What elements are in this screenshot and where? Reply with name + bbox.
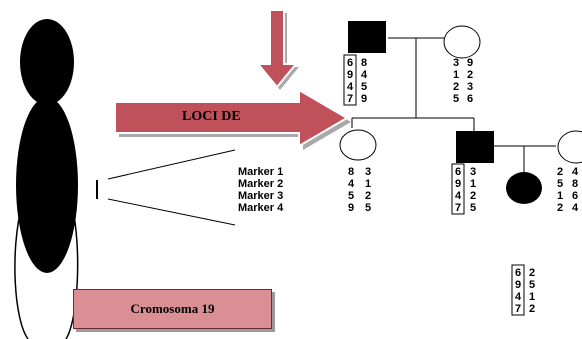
- marker-label: Marker 1: [238, 166, 283, 178]
- zoom-lines: [96, 149, 236, 226]
- down-arrow: [255, 9, 299, 90]
- chromosome-top-arm: [20, 19, 74, 105]
- allele-value: 4: [348, 178, 355, 190]
- allele-boxes: [343, 54, 525, 316]
- allele-value: 8: [572, 178, 578, 190]
- allele-value: 4: [455, 190, 462, 202]
- allele-value: 6: [515, 267, 521, 279]
- allele-value: 5: [557, 178, 563, 190]
- allele-value: 5: [453, 93, 459, 105]
- father-allele-box: [451, 163, 465, 215]
- marker-label: Marker 3: [238, 190, 283, 202]
- allele-value: 9: [347, 69, 353, 81]
- chromosome-bottom-arm: [16, 97, 78, 273]
- allele-value: 2: [557, 166, 563, 178]
- zoom-line-bottom: [107, 198, 236, 226]
- zoom-line-top: [107, 149, 236, 180]
- allele-value: 2: [557, 202, 563, 214]
- allele-value: 6: [347, 57, 353, 69]
- allele-value: 5: [348, 190, 354, 202]
- allele-value: 6: [467, 93, 473, 105]
- allele-value: 2: [529, 303, 535, 315]
- allele-numbers: 6 9 4 7 8 4 5 9 3 1 2 5 9 2 3 6 8 4 5 9 …: [347, 57, 579, 315]
- grandfather-allele-box: [343, 54, 357, 106]
- allele-value: 4: [572, 166, 579, 178]
- child-allele-box: [511, 264, 525, 316]
- grandmother-circle: [443, 25, 481, 59]
- allele-value: 2: [467, 69, 473, 81]
- chromosome-figure: [14, 19, 79, 339]
- chromosome-label-box: Cromosoma 19: [73, 289, 272, 329]
- pedigree-symbols: [339, 21, 582, 204]
- allele-value: 5: [361, 81, 367, 93]
- marker-label: Marker 2: [238, 178, 283, 190]
- allele-value: 1: [470, 178, 476, 190]
- mother-circle: [339, 129, 377, 161]
- allele-value: 2: [365, 190, 371, 202]
- allele-value: 4: [361, 69, 368, 81]
- allele-value: 4: [572, 202, 579, 214]
- allele-value: 9: [361, 93, 367, 105]
- father-square: [456, 131, 494, 163]
- allele-value: 4: [347, 81, 354, 93]
- spouse-circle: [557, 130, 582, 164]
- loci-label: LOCI DE: [182, 109, 241, 124]
- allele-value: 6: [455, 166, 461, 178]
- right-arrow: [114, 88, 351, 150]
- allele-value: 3: [365, 166, 371, 178]
- grandfather-square: [348, 21, 386, 53]
- chromosome-outline-lower: [14, 204, 79, 339]
- allele-value: 1: [557, 190, 563, 202]
- allele-value: 7: [455, 202, 461, 214]
- allele-value: 8: [361, 57, 367, 69]
- allele-value: 7: [347, 93, 353, 105]
- allele-value: 6: [572, 190, 578, 202]
- allele-value: 9: [348, 202, 354, 214]
- chromosome-label: Cromosoma 19: [130, 301, 215, 316]
- allele-value: 5: [529, 279, 535, 291]
- right-arrow-shape: [114, 88, 349, 148]
- marker-labels: Marker 1 Marker 2 Marker 3 Marker 4: [238, 166, 284, 214]
- allele-value: 9: [455, 178, 461, 190]
- allele-value: 2: [529, 267, 535, 279]
- down-arrow-shape: [255, 9, 299, 89]
- allele-value: 5: [365, 202, 371, 214]
- allele-value: 3: [453, 57, 459, 69]
- allele-value: 5: [470, 202, 476, 214]
- child-circle: [506, 172, 542, 204]
- allele-value: 9: [515, 279, 521, 291]
- allele-value: 1: [365, 178, 371, 190]
- allele-value: 4: [515, 291, 522, 303]
- allele-value: 3: [470, 166, 476, 178]
- marker-label: Marker 4: [238, 202, 284, 214]
- allele-value: 3: [467, 81, 473, 93]
- allele-value: 1: [453, 69, 459, 81]
- allele-value: 8: [348, 166, 354, 178]
- allele-value: 9: [467, 57, 473, 69]
- allele-value: 2: [453, 81, 459, 93]
- allele-value: 2: [470, 190, 476, 202]
- allele-value: 7: [515, 303, 521, 315]
- pedigree-lines: [351, 37, 556, 172]
- allele-value: 1: [529, 291, 535, 303]
